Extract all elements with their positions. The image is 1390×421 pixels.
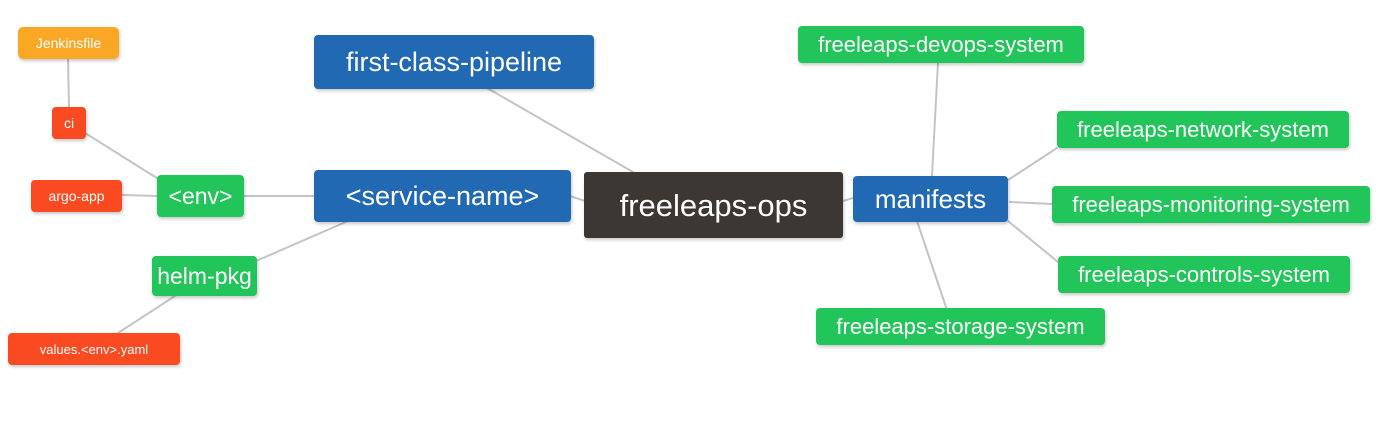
node-freeleaps-network-system[interactable]: freeleaps-network-system xyxy=(1057,111,1349,148)
node-label: first-class-pipeline xyxy=(345,46,563,77)
node-freeleaps-monitoring-system[interactable]: freeleaps-monitoring-system xyxy=(1052,186,1370,223)
edge-pipeline-root xyxy=(486,87,634,173)
edge-values-helmpkg xyxy=(117,293,179,334)
edge-ci-env xyxy=(81,130,161,181)
node-manifests[interactable]: manifests xyxy=(853,176,1008,222)
node-helm-pkg[interactable]: helm-pkg xyxy=(152,256,257,296)
node-label: <service-name> xyxy=(345,180,540,211)
node-label: freeleaps-monitoring-system xyxy=(1072,191,1350,217)
node-label: argo-app xyxy=(48,188,105,204)
edge-servicename-root xyxy=(569,195,586,202)
edge-argoapp-env xyxy=(121,194,158,197)
node-freeleaps-storage-system[interactable]: freeleaps-storage-system xyxy=(816,308,1105,345)
edge-root-manifests xyxy=(842,197,854,202)
edge-devops-manifests xyxy=(931,61,939,177)
node-label: manifests xyxy=(874,184,987,214)
node-first-class-pipeline[interactable]: first-class-pipeline xyxy=(314,35,594,89)
node-argo-app[interactable]: argo-app xyxy=(31,180,122,212)
edge-helmpkg-servicename xyxy=(255,220,349,262)
node-label: values.<env>.yaml xyxy=(39,341,149,357)
node-label: freeleaps-network-system xyxy=(1077,116,1329,142)
node-values-yaml[interactable]: values.<env>.yaml xyxy=(8,333,180,365)
node-freeleaps-devops-system[interactable]: freeleaps-devops-system xyxy=(798,26,1084,63)
node-root-freeleaps-ops[interactable]: freeleaps-ops xyxy=(584,172,843,238)
node-jenkinsfile[interactable]: Jenkinsfile xyxy=(18,27,119,59)
node-label: Jenkinsfile xyxy=(35,35,102,51)
edge-monitoring-manifests xyxy=(1009,201,1053,205)
node-label: freeleaps-devops-system xyxy=(818,31,1064,57)
node-label: freeleaps-controls-system xyxy=(1078,261,1330,287)
edge-controls-manifests xyxy=(1007,220,1059,263)
node-label: helm-pkg xyxy=(157,262,252,289)
node-label: freeleaps-ops xyxy=(619,187,808,223)
node-freeleaps-controls-system[interactable]: freeleaps-controls-system xyxy=(1058,256,1350,293)
edge-storage-manifests xyxy=(916,220,948,311)
node-label: <env> xyxy=(168,182,233,209)
node-label: ci xyxy=(63,115,75,131)
node-label: freeleaps-storage-system xyxy=(836,313,1085,339)
edge-network-manifests xyxy=(1007,147,1058,181)
node-service-name[interactable]: <service-name> xyxy=(314,170,571,222)
node-ci[interactable]: ci xyxy=(52,107,86,139)
node-env[interactable]: <env> xyxy=(157,175,244,217)
edge-jenkinsfile-ci xyxy=(67,57,70,109)
